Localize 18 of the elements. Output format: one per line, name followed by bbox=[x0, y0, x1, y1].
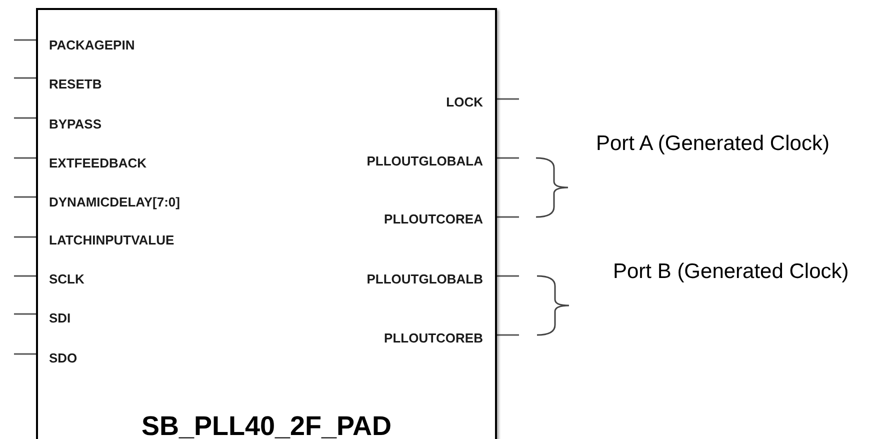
block-name: SB_PLL40_2F_PAD bbox=[141, 413, 392, 439]
port-note: Port A (Generated Clock) bbox=[596, 131, 830, 157]
pin-name: PLLOUTGLOBALB bbox=[366, 272, 483, 286]
block-symbol bbox=[36, 8, 497, 439]
pin-name: RESETB bbox=[49, 78, 102, 90]
pin-name: PACKAGEPIN bbox=[49, 38, 135, 52]
pin-name: LOCK bbox=[446, 96, 483, 108]
pin-name: EXTFEEDBACK bbox=[49, 156, 147, 170]
pin-name: SDI bbox=[49, 312, 71, 324]
pin-name: PLLOUTCOREA bbox=[384, 212, 483, 226]
pin-name: SCLK bbox=[49, 272, 84, 286]
pin-name: DYNAMICDELAY[7:0] bbox=[49, 196, 180, 208]
pin-name: PLLOUTGLOBALA bbox=[366, 154, 483, 168]
pin-name: SDO bbox=[49, 352, 78, 364]
pin-name: PLLOUTCOREB bbox=[384, 332, 483, 344]
port-note: Port B (Generated Clock) bbox=[613, 259, 850, 285]
pin-name: LATCHINPUTVALUE bbox=[49, 234, 174, 246]
pin-name: BYPASS bbox=[49, 118, 102, 130]
